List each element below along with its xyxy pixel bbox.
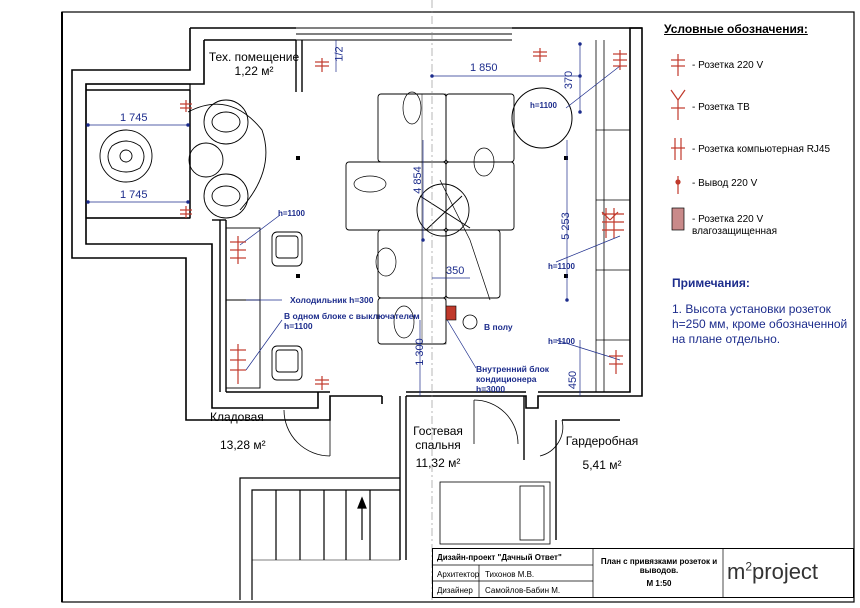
note-fridge: Холодильник h=300 [290, 295, 374, 305]
dim-1850: 1 850 [470, 62, 498, 74]
logo-prefix: m [727, 559, 746, 584]
note-block-line2: h=1100 [284, 321, 313, 331]
room-tech: Тех. помещение 1,22 м² [206, 50, 302, 78]
people-sketches [353, 91, 495, 339]
note-ac: Внутренний блок кондиционера h=3000 [476, 364, 549, 394]
round-table-right [511, 87, 573, 149]
room-guest-name: Гостевая спальня [413, 424, 463, 452]
stamp-designer-name: Самойлов-Бабин М. [485, 586, 561, 595]
dim-1300: 1 300 [413, 338, 426, 366]
room-wardrobe-name: Гардеробная [565, 434, 639, 448]
room-guest: Гостевая спальня 11,32 м² [408, 424, 468, 470]
logo-sup: 2 [745, 559, 753, 574]
doors [283, 399, 564, 457]
height-label-3: h=1100 [548, 262, 575, 271]
note-floor: В полу [484, 322, 513, 332]
sockets [180, 48, 627, 390]
room-guest-area: 11,32 м² [415, 456, 461, 470]
dim-5253: 5 253 [559, 212, 572, 240]
room-storage: Кладовая 13,28 м² [210, 410, 266, 452]
side-chairs [225, 227, 303, 389]
lounge-chairs [187, 99, 267, 219]
stamp-architect-name: Тихонов М.В. [485, 570, 535, 579]
legend-item-socket: - Розетка 220 V [692, 60, 764, 71]
legend-item-rj45: - Розетка компьютерная RJ45 [692, 144, 831, 155]
room-wardrobe-area: 5,41 м² [582, 458, 622, 472]
title-block-grid [433, 549, 724, 597]
room-storage-name: Кладовая [210, 410, 264, 424]
leader-lines [239, 65, 621, 371]
center-lamp [416, 183, 471, 237]
floor-socket-symbol [462, 314, 478, 330]
room-tech-area: 1,22 м² [234, 64, 274, 78]
stamp-designer-role: Дизайнер [437, 586, 473, 595]
right-shelves [595, 40, 630, 392]
stairs [239, 477, 400, 600]
dim-1745-bottom: 1 745 [120, 189, 148, 201]
dimension-lines [86, 40, 582, 396]
stamp-scale: М 1:50 [646, 579, 672, 588]
room-tech-name: Тех. помещение [208, 50, 300, 64]
dim-1-2: 1/2 [333, 46, 346, 62]
legend-icons [670, 54, 686, 231]
round-table [99, 129, 153, 183]
room-wardrobe: Гардеробная 5,41 м² [560, 434, 644, 472]
height-label-2: h=1100 [278, 209, 305, 218]
room-storage-area: 13,28 м² [220, 438, 266, 452]
note-ac-line3: h=3000 [476, 384, 506, 394]
guest-bed [439, 481, 551, 545]
height-label-4: h=1100 [548, 337, 575, 346]
column-dots [296, 156, 568, 278]
logo-suffix: project [752, 559, 819, 584]
title-block: Дизайн-проект "Дачный Ответ" Архитектор … [432, 548, 854, 598]
company-logo: m2project [727, 559, 818, 585]
legend: Условные обозначения: - Розетка 220 V - … [664, 22, 854, 237]
window-top [296, 27, 512, 41]
dim-450: 450 [567, 370, 580, 390]
note-block: В одном блоке с выключателем h=1100 [284, 311, 420, 331]
notes-title: Примечания: [672, 276, 750, 290]
legend-item-waterproof: - Розетка 220 V влагозащищенная [692, 214, 778, 237]
dim-4854: 4 854 [411, 166, 424, 194]
legend-title: Условные обозначения: [664, 22, 808, 36]
legend-item-tv: - Розетка ТВ [692, 102, 750, 113]
stamp-project: Дизайн-проект "Дачный Ответ" [437, 553, 562, 562]
notes: Примечания: 1. Высота установки розеток … [672, 276, 852, 347]
sofa-modules [345, 93, 515, 345]
dim-1745-top: 1 745 [120, 112, 148, 124]
note-block-line1: В одном блоке с выключателем [284, 311, 420, 321]
height-label-1: h=1100 [530, 101, 557, 110]
legend-item-outlet: - Вывод 220 V [692, 178, 758, 189]
stamp-sheet-title: План с привязками розеток и выводов. [600, 557, 718, 575]
notes-body: 1. Высота установки розеток h=250 мм, кр… [672, 302, 848, 346]
note-ac-line2: кондиционера [476, 374, 537, 384]
dim-370: 370 [563, 70, 576, 90]
dim-350: 350 [446, 265, 465, 277]
note-ac-line1: Внутренний блок [476, 364, 550, 374]
stamp-architect-role: Архитектор [437, 570, 480, 579]
outer-walls [71, 27, 643, 421]
